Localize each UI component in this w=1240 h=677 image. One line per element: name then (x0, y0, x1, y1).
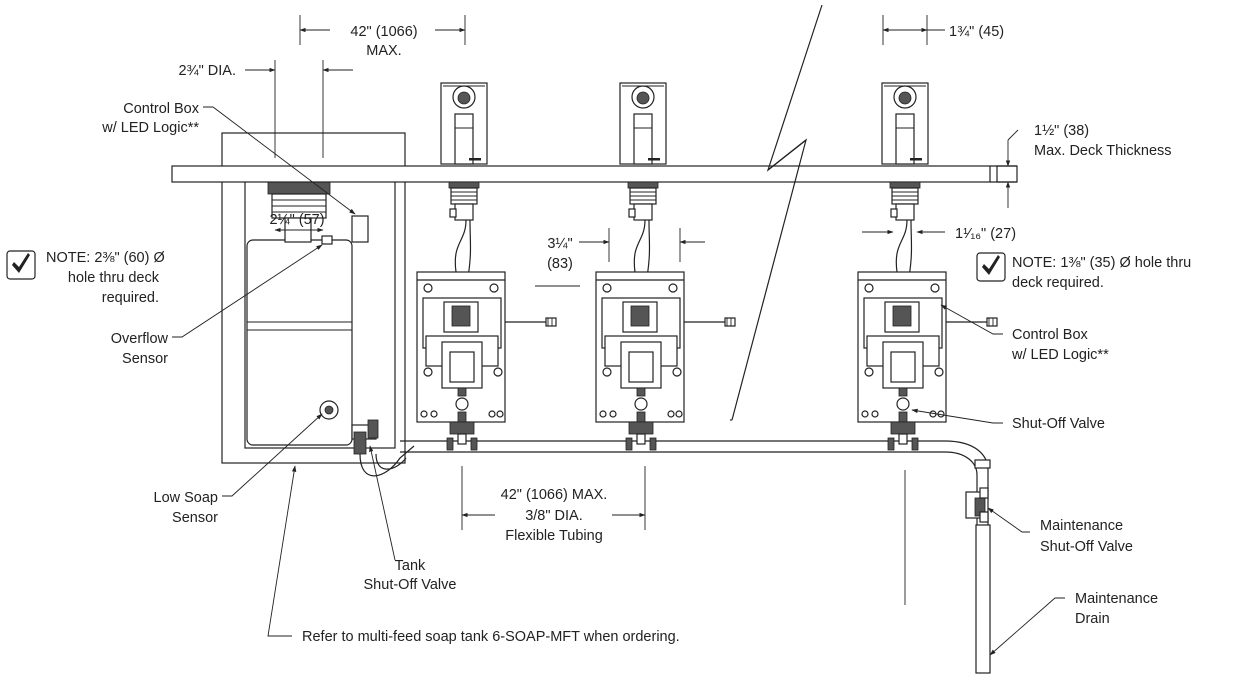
low-soap-label-1: Low Soap (154, 490, 219, 506)
checkmark-box-icon (12, 253, 30, 273)
faucet-unit-1 (416, 82, 557, 451)
deck-thickness-label-2: Max. Deck Thickness (1034, 143, 1172, 159)
note-left: NOTE: 2⅜" (60) Ø hole thru deck required… (6, 250, 165, 306)
dim-314-1: 3¼" (547, 236, 572, 252)
dim-42-top: 42" (1066) (350, 24, 417, 40)
dim-134: 1¾" (45) (949, 24, 1004, 40)
dim-314-2: (83) (547, 256, 573, 272)
refer-note: Refer to multi-feed soap tank 6-SOAP-MFT… (302, 629, 680, 645)
control-box-left-label-1: Control Box (123, 101, 200, 117)
dim-1116: 1¹⁄₁₆" (27) (955, 226, 1016, 242)
low-soap-label-2: Sensor (172, 510, 218, 526)
tank-valve-label-1: Tank (395, 558, 426, 574)
shutoff-valve-label: Shut-Off Valve (1012, 416, 1105, 432)
note-right-line-1: NOTE: 1⅜" (35) Ø hole thru (1012, 255, 1191, 271)
tubing-label-1: 42" (1066) MAX. (501, 487, 608, 503)
countertop-deck (171, 165, 991, 183)
maint-drain-label-2: Drain (1075, 611, 1110, 627)
note-left-line-2: hole thru deck (68, 270, 160, 286)
note-left-line-1: NOTE: 2⅜" (60) Ø (46, 250, 165, 266)
control-box-left-label-2: w/ LED Logic** (101, 120, 199, 136)
break-lines (730, 4, 823, 421)
tank-valve-label-2: Shut-Off Valve (364, 577, 457, 593)
dim-214: 2¼" (57) (269, 212, 324, 228)
checkmark-box-icon (982, 255, 1000, 275)
dim-42-top-max: MAX. (366, 43, 401, 59)
maint-valve-label-1: Maintenance (1040, 518, 1123, 534)
tubing-label-2: 3/8" DIA. (525, 508, 583, 524)
faucet-unit-3 (857, 82, 998, 451)
maint-valve-label-2: Shut-Off Valve (1040, 539, 1133, 555)
control-box-right-label-1: Control Box (1012, 327, 1089, 343)
dim-234-dia: 2¾" DIA. (178, 63, 236, 79)
note-right-line-2: deck required. (1012, 275, 1104, 291)
tubing-label-3: Flexible Tubing (505, 528, 603, 544)
control-box-right-label-2: w/ LED Logic** (1011, 347, 1109, 363)
deck-thickness-label-1: 1½" (38) (1034, 123, 1089, 139)
flexible-tubing (359, 445, 415, 477)
overflow-label-2: Sensor (122, 351, 168, 367)
overflow-label-1: Overflow (111, 331, 169, 347)
faucet-unit-2 (595, 82, 736, 451)
note-left-line-3: required. (102, 290, 159, 306)
note-right: NOTE: 1⅜" (35) Ø hole thru deck required… (976, 252, 1191, 291)
maint-drain-label-1: Maintenance (1075, 591, 1158, 607)
